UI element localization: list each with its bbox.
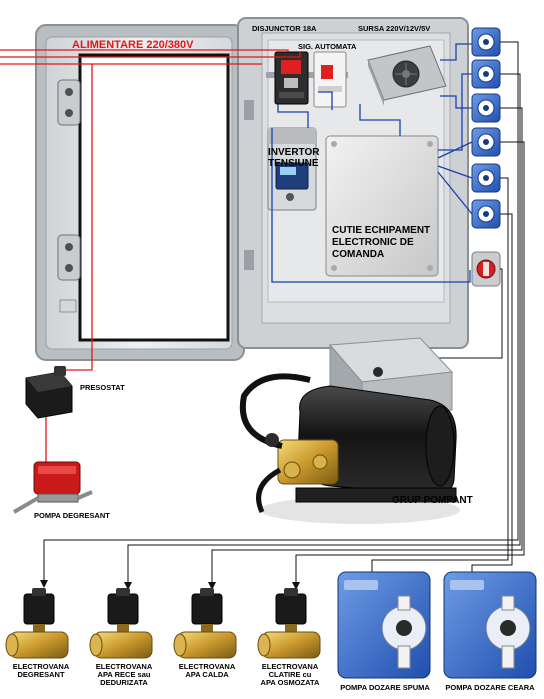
pump-group-device xyxy=(239,337,460,524)
pressure-switch-device xyxy=(25,366,73,419)
breaker-device xyxy=(274,51,309,105)
control-box xyxy=(325,135,439,277)
valve-label-cold-water: ELECTROVANA APA RECE sau DEDURIZATA xyxy=(95,662,153,687)
power-socket-red xyxy=(471,251,501,287)
power-supply-device xyxy=(367,45,447,106)
socket-6 xyxy=(471,199,501,229)
socket-1 xyxy=(471,27,501,57)
socket-4 xyxy=(471,127,501,157)
dosing-pump-foam-label: POMPA DOZARE SPUMA xyxy=(340,683,430,692)
valve-label-degreaser: ELECTROVANA DEGRESANT xyxy=(12,662,70,679)
enclosure-door xyxy=(35,24,245,361)
solenoid-valve-3 xyxy=(173,588,237,659)
solenoid-valve-4 xyxy=(257,588,321,659)
solenoid-valve-2 xyxy=(89,588,153,659)
pump-group-label: GRUP POMPANT xyxy=(392,495,473,506)
control-box-label: CUTIE ECHIPAMENT ELECTRONIC DE COMANDA xyxy=(332,225,431,260)
supply-label: ALIMENTARE 220/380V xyxy=(72,39,194,51)
socket-2 xyxy=(471,59,501,89)
breaker-label: DISJUNCTOR 18A xyxy=(252,24,317,33)
valve-label-osmosis-rinse: ELECTROVANA CLATIRE cu APA OSMOZATA xyxy=(260,662,320,687)
inverter-device xyxy=(267,127,317,211)
signal-wires xyxy=(271,43,473,283)
inverter-label: INVERTOR TENSIUNE xyxy=(268,147,320,169)
degreaser-pump-label: POMPA DEGRESANT xyxy=(34,511,110,520)
socket-3 xyxy=(471,93,501,123)
auto-fuse-device xyxy=(313,51,347,108)
valve-label-hot-water: ELECTROVANA APA CALDA xyxy=(178,662,236,679)
solenoid-valve-1 xyxy=(5,588,69,659)
dosing-pump-foam xyxy=(337,571,431,679)
socket-5 xyxy=(471,163,501,193)
pressure-switch-label: PRESOSTAT xyxy=(80,383,125,392)
power-supply-label: SURSA 220V/12V/5V xyxy=(358,24,431,33)
supply-wires xyxy=(0,49,301,462)
auto-fuse-label: SIG. AUTOMATA xyxy=(298,42,357,51)
socket-column xyxy=(471,27,501,287)
degreaser-pump-device xyxy=(12,461,93,514)
dosing-pump-wax xyxy=(443,571,537,679)
control-wires xyxy=(43,41,525,582)
dosing-pump-wax-label: POMPA DOZARE CEARA xyxy=(445,683,535,692)
